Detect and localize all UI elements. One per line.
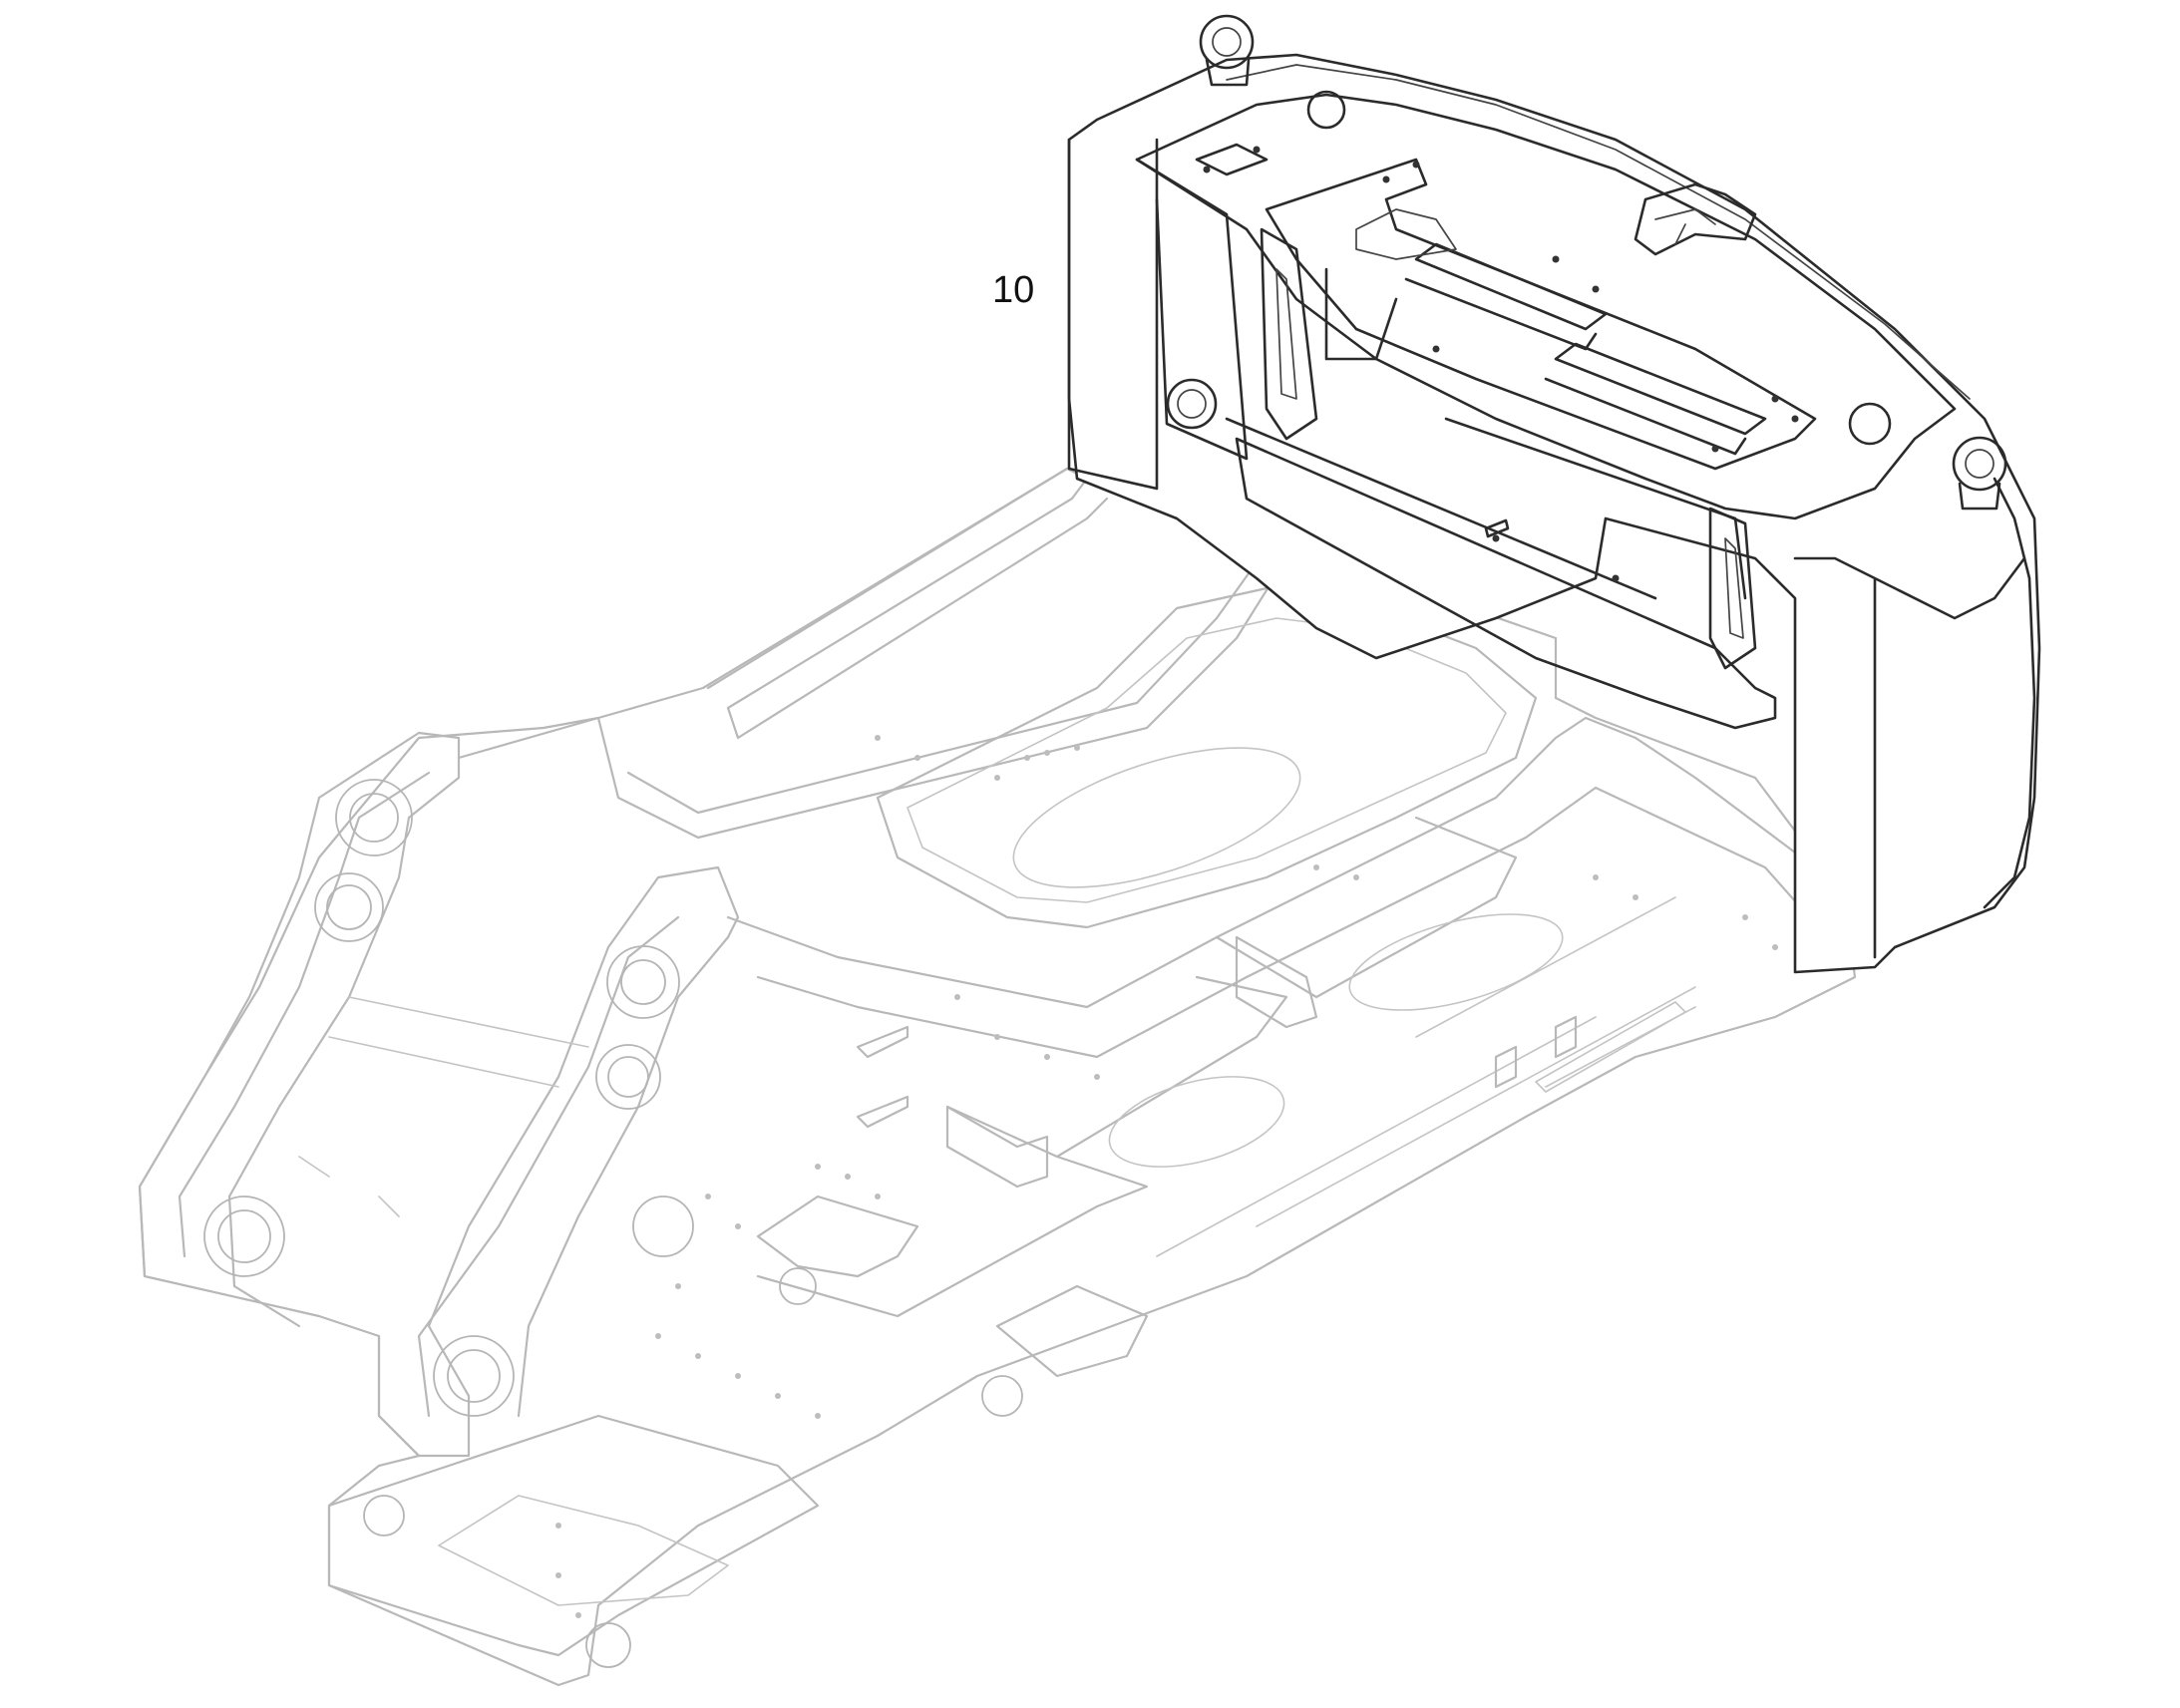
mount-hole-a (779, 1267, 817, 1305)
inspection-cover-left (1195, 143, 1269, 176)
boom-bracket-right (377, 865, 740, 1458)
cross-member-c (756, 1155, 1149, 1318)
boom-pin-hole-mid-left (314, 872, 384, 942)
lifting-eye-rear (1952, 436, 2007, 511)
counterweight-part (1067, 14, 2041, 974)
mount-plate-left (756, 1195, 919, 1278)
boom-pin-hole-upper-left (335, 779, 413, 856)
counterweight-slot-marker (1484, 518, 1510, 538)
center-oval-opening (1012, 747, 1301, 888)
boom-pin-hole-lower-right (433, 1335, 515, 1417)
cross-member-b (1215, 816, 1518, 999)
deck-slat-4 (1415, 896, 1676, 1038)
top-cap-rear (1848, 402, 1892, 446)
deck-oval-rear (1348, 913, 1564, 1011)
upperstructure-frame (138, 467, 1857, 1687)
rear-frame-extension (327, 1414, 820, 1657)
deck-oval-front (1108, 1076, 1285, 1168)
boom-bracket-right-inner (417, 915, 680, 1418)
counterweight-slot-lower (1544, 342, 1767, 456)
rear-hole-left (363, 1495, 405, 1537)
deck-bracket-d (1494, 1015, 1578, 1089)
deck-bracket-b (945, 1105, 1049, 1189)
boom-pin-hole-lower-right-inner (447, 1349, 501, 1403)
counterweight-hinge (1634, 182, 1757, 256)
boom-pin-hole-upper-right (606, 945, 680, 1019)
gusset-left-window (1275, 268, 1297, 400)
top-cap-front (1306, 90, 1346, 130)
counterweight-right-block (1793, 556, 2026, 959)
boom-pin-hole-mid-right-inner (607, 1056, 649, 1098)
gusset-left (1260, 227, 1318, 441)
right-side-rail (726, 716, 1857, 1009)
callout-label-counterweight: 10 (992, 269, 1035, 311)
counterweight-hinge-detail (1654, 208, 1716, 245)
left-upper-rail (706, 467, 1109, 740)
boom-bracket-left (138, 731, 461, 1328)
deck-slat-2 (1256, 986, 1696, 1227)
cross-member-a (945, 975, 1288, 1159)
right-rail-lower (756, 786, 1847, 1059)
deck-bracket-c (1235, 935, 1318, 1029)
counterweight-inner-bracket (1265, 158, 1817, 471)
lifting-eye-front (1199, 14, 1255, 87)
boom-pin-hole-mid-left-inner (326, 884, 372, 930)
counterweight-base (1235, 437, 1777, 730)
counterweight-front-face (1067, 138, 1159, 491)
boom-pin-hole-mid-right (595, 1044, 661, 1110)
boom-pin-hole-upper-left-inner (349, 793, 399, 843)
counterweight-center-opening (1355, 208, 1457, 260)
boom-pin-hole-lower-left-inner (217, 1209, 271, 1263)
mount-plate-center (995, 1284, 1149, 1378)
center-recess-inner (907, 617, 1507, 903)
deck-bar-rear (1535, 1001, 1686, 1093)
boom-pin-hole-lower-left (203, 1196, 285, 1277)
rear-frame-opening (438, 1495, 729, 1606)
boom-cross-tube (298, 996, 589, 1217)
counterweight-body (1067, 53, 2041, 974)
frame-outer-outline (138, 467, 1857, 1687)
left-side-rail (457, 546, 1288, 840)
center-recess-outline (876, 586, 1538, 929)
boom-bracket-left-inner (178, 771, 431, 1258)
counterweight-right-end (1983, 477, 2036, 909)
frame-bolt-pattern (555, 735, 1778, 1618)
counterweight-top-rim (1226, 64, 1971, 400)
bracket-hole-small-a (632, 1196, 694, 1257)
gusset-right (1708, 507, 1757, 670)
boom-pin-hole-upper-right-inner (620, 959, 666, 1005)
side-port-inner (1177, 389, 1207, 419)
counterweight-bolts (1203, 146, 1799, 582)
deck-bracket-a (856, 1025, 909, 1129)
side-port (1166, 378, 1218, 430)
mount-hole-b (981, 1375, 1023, 1417)
deck-slat-1 (1156, 1016, 1597, 1257)
rear-hole-right (585, 1622, 631, 1668)
gusset-right-window (1724, 537, 1744, 639)
